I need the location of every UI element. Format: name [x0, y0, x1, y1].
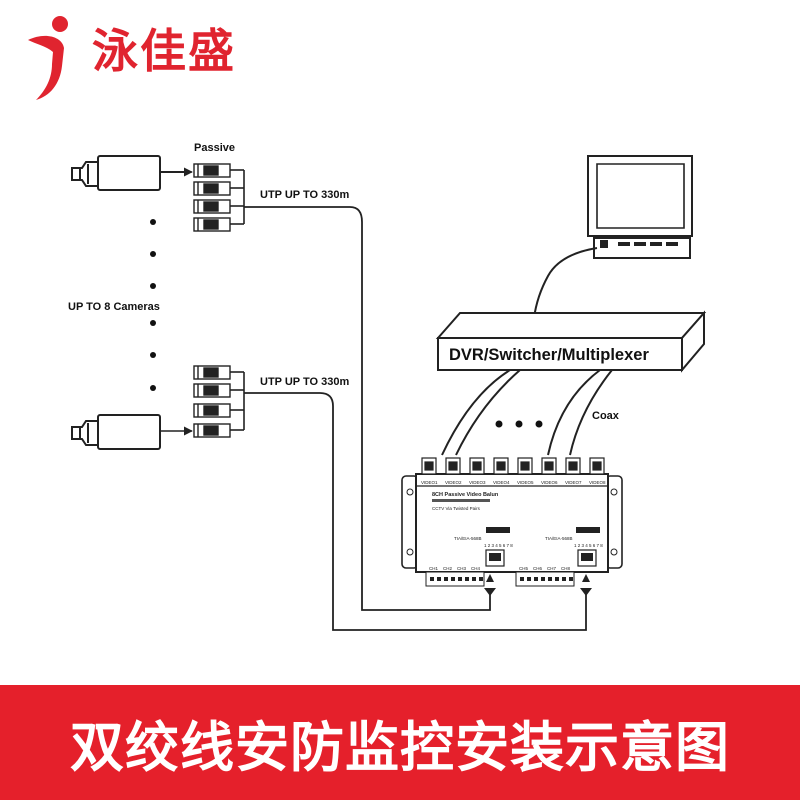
channel-label: CH4 [471, 566, 480, 571]
brand-logo-icon [28, 16, 68, 100]
balun-bottom-3 [193, 403, 231, 418]
coax-label: Coax [592, 410, 620, 422]
channel-label: CH3 [457, 566, 466, 571]
top-bundle-wires [230, 169, 245, 225]
utp-label-top: UTP UP TO 330m [260, 189, 349, 201]
channel-label: CH5 [519, 566, 528, 571]
channel-label: CH8 [561, 566, 570, 571]
uplink-arrow-2 [582, 574, 590, 582]
passive-balun-group-top [193, 163, 231, 232]
bnc-7 [565, 457, 581, 475]
bnc-8 [589, 457, 605, 475]
bnc-1 [421, 457, 437, 475]
rj45-left [485, 527, 510, 567]
video-port-label: VIDEO5 [517, 480, 534, 485]
rj45-left-pins: 1 2 3 4 5 6 7 8 [484, 543, 513, 548]
balun-top-4 [193, 217, 231, 232]
bnc-5 [517, 457, 533, 475]
bnc-3 [469, 457, 485, 475]
video-port-label: VIDEO8 [589, 480, 606, 485]
camera-top [71, 155, 186, 191]
passive-balun-group-bottom [193, 365, 231, 438]
balun-top-3 [193, 199, 231, 214]
channel-label: CH2 [443, 566, 452, 571]
balun-bottom-4 [193, 423, 231, 438]
video-port-label: VIDEO2 [445, 480, 462, 485]
rj45-right [576, 527, 600, 567]
coax-cables [441, 369, 613, 456]
bottom-bundle-wires [230, 371, 245, 431]
channel-label: CH7 [547, 566, 556, 571]
camera-bottom [71, 414, 161, 450]
rj45-left-label: TIA/EIA-568B [454, 536, 482, 541]
channel-label: CH6 [533, 566, 542, 571]
continuation-dots-vertical [150, 219, 156, 391]
footer-title: 双绞线安防监控安装示意图 [70, 716, 730, 779]
bnc-4 [493, 457, 509, 475]
cameras-label: UP TO 8 Cameras [68, 301, 160, 313]
brand-name: 泳佳盛 [92, 24, 236, 78]
video-port-label: VIDEO6 [541, 480, 558, 485]
monitor-icon [587, 155, 693, 259]
continuation-dots-horizontal [495, 420, 543, 428]
brand-header: 泳佳盛 [22, 14, 302, 104]
balun-bottom-2 [193, 383, 231, 398]
monitor-cable [533, 247, 598, 319]
terminal-blocks [425, 571, 575, 587]
dvr-box [435, 310, 707, 373]
rj45-right-label: TIA/EIA-568B [545, 536, 573, 541]
balun-bottom-1 [193, 365, 231, 380]
footer-banner: 双绞线安防监控安装示意图 [0, 685, 800, 800]
video-port-label: VIDEO1 [421, 480, 438, 485]
video-port-label: VIDEO7 [565, 480, 582, 485]
installation-diagram: Passive UTP UP TO 330m UP TO 8 Cameras [68, 142, 707, 631]
balun-title-bar [432, 499, 490, 502]
balun-top-2 [193, 181, 231, 196]
rj45-right-pins: 1 2 3 4 5 6 7 8 [574, 543, 603, 548]
bnc-6 [541, 457, 557, 475]
dvr-label: DVR/Switcher/Multiplexer [449, 346, 649, 364]
uplink-arrow-1 [486, 574, 494, 582]
bnc-connectors [421, 457, 605, 475]
utp-cable-runs [244, 206, 587, 631]
video-port-label: VIDEO4 [493, 480, 510, 485]
balun-hub: VIDEO1 VIDEO2 VIDEO3 VIDEO4 VIDEO5 VIDEO… [401, 457, 623, 587]
balun-title: 8CH Passive Video Balun [432, 492, 499, 498]
bnc-2 [445, 457, 461, 475]
balun-top-1 [193, 163, 231, 178]
channel-label: CH1 [429, 566, 438, 571]
utp-label-bottom: UTP UP TO 330m [260, 376, 349, 388]
video-port-label: VIDEO3 [469, 480, 486, 485]
passive-label: Passive [194, 142, 235, 154]
balun-subtitle: CCTV Via Twisted Pairs [432, 506, 481, 511]
